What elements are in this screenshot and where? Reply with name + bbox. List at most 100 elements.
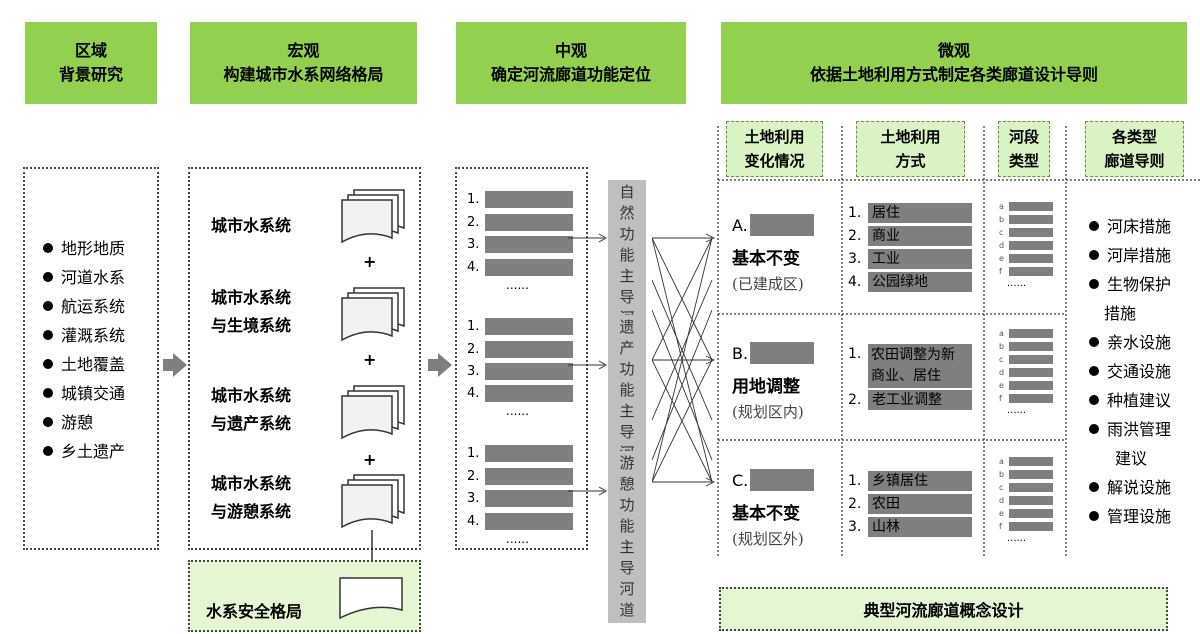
header-macro: 宏观 构建城市水系网络格局 (190, 22, 417, 104)
bullet-dot-icon (43, 329, 53, 340)
land-use-item: 工业 (868, 249, 972, 269)
list-item: 河岸措施 (1089, 241, 1171, 270)
river-type-list: a b c d e f ...... (999, 327, 1053, 416)
micro-result-box: 典型河流廊道概念设计 (719, 587, 1168, 631)
gray-bar (485, 341, 573, 358)
micro-col-header-guide: 各类型廊道导则 (1085, 121, 1184, 177)
bullet-dot-icon (43, 242, 53, 253)
plus-sign: + (363, 450, 377, 469)
list-item: 雨洪管理 (1089, 415, 1171, 444)
list-item: 管理设施 (1089, 502, 1171, 531)
document-stack-icon (341, 385, 405, 440)
list-item: 地形地质 (43, 234, 125, 263)
river-type-list: a b c d e f ...... (999, 455, 1053, 544)
bullet-dot-icon (1089, 365, 1099, 376)
land-use-item: 农田调整为新商业、居住 (868, 344, 972, 388)
macro-result-label: 水系安全格局 (206, 602, 303, 621)
plus-sign: + (363, 350, 377, 369)
bullet-dot-icon (1089, 510, 1099, 521)
gray-arrow-icon (438, 353, 452, 377)
gray-bar (750, 469, 815, 491)
ellipsis: ...... (506, 404, 529, 418)
crossing-arrows (652, 233, 716, 487)
micro-col-header-river: 河段类型 (998, 121, 1050, 177)
land-use-item: 山林 (868, 517, 972, 537)
gray-arrow-icon (428, 359, 438, 371)
micro-grid (717, 126, 1200, 558)
header-macro-subtitle: 构建城市水系网络格局 (223, 65, 384, 84)
bullet-dot-icon (43, 271, 53, 282)
gray-bar (750, 342, 815, 364)
land-use-item: 居住 (868, 203, 972, 223)
ellipsis: ...... (506, 532, 529, 546)
land-change-title: 用地调整 (732, 377, 800, 397)
gray-bar (485, 236, 573, 253)
land-use-item: 老工业调整 (868, 390, 972, 410)
bullet-dot-icon (1089, 481, 1099, 492)
header-meso-subtitle: 确定河流廊道功能定位 (490, 65, 651, 84)
list-item: 交通设施 (1089, 357, 1171, 386)
gray-bar (485, 191, 573, 208)
bullet-dot-icon (1089, 220, 1099, 231)
land-change-title: 基本不变 (732, 504, 800, 524)
gray-bar (485, 214, 573, 231)
gray-bar (485, 259, 573, 276)
header-meso: 中观 确定河流廊道功能定位 (456, 22, 686, 104)
bullet-dot-icon (1089, 336, 1099, 347)
plus-sign: + (363, 252, 377, 271)
bullet-dot-icon (1089, 278, 1099, 289)
guidelines-list: 河床措施 河岸措施 生物保护 措施 亲水设施 交通设施 种植建议 雨洪管理 建议… (1089, 212, 1171, 531)
list-item: 土地覆盖 (43, 350, 125, 379)
list-item: 航运系统 (43, 292, 125, 321)
land-use-item: 公园绿地 (868, 272, 972, 292)
macro-result-box: 水系安全格局 (188, 560, 421, 632)
list-item: 城镇交通 (43, 379, 125, 408)
list-item: 灌溉系统 (43, 321, 125, 350)
connector-arrows (568, 233, 608, 496)
header-meso-title: 中观 (554, 41, 587, 60)
gray-bar (485, 318, 573, 335)
gray-bar (485, 468, 573, 485)
bullet-dot-icon (1089, 249, 1099, 260)
macro-system-2: 城市水系统 与生境系统 (211, 288, 292, 335)
bullet-dot-icon (1089, 423, 1099, 434)
bullet-dot-icon (1089, 394, 1099, 405)
document-icon (339, 577, 403, 620)
list-item: 种植建议 (1089, 386, 1171, 415)
macro-system-4: 城市水系统 与游憩系统 (211, 474, 292, 521)
bullet-dot-icon (43, 416, 53, 427)
macro-system-1: 城市水系统 (211, 216, 292, 235)
document-stack-icon (341, 474, 405, 529)
bullet-dot-icon (43, 445, 53, 456)
land-use-item: 乡镇居住 (868, 471, 972, 491)
list-item: 亲水设施 (1089, 328, 1171, 357)
macro-system-3: 城市水系统 与遗产系统 (211, 386, 292, 433)
regional-list: 地形地质 河道水系 航运系统 灌溉系统 土地覆盖 城镇交通 游憩 乡土遗产 (43, 234, 125, 466)
land-change-note: (规划区外) (732, 530, 804, 548)
gray-bar (485, 445, 573, 462)
header-micro-title: 微观 (937, 41, 970, 60)
header-regional: 区域 背景研究 (25, 22, 157, 104)
gray-bar (485, 363, 573, 380)
land-use-item: 农田 (868, 494, 972, 514)
land-change-title: 基本不变 (732, 249, 800, 269)
list-item: 措施 (1104, 304, 1137, 323)
list-item: 河床措施 (1089, 212, 1171, 241)
bullet-dot-icon (43, 358, 53, 369)
river-type-list: a b c d e f ...... (999, 200, 1053, 289)
land-change-note: (规划区内) (732, 403, 804, 421)
gray-bar (749, 214, 814, 236)
list-item: 河道水系 (43, 263, 125, 292)
gray-arrow-icon (173, 353, 187, 377)
land-use-item: 商业 (868, 226, 972, 246)
list-item: 游憩 (43, 408, 125, 437)
list-item: 乡土遗产 (43, 437, 125, 466)
gray-bar (485, 490, 573, 507)
land-change-note: (已建成区) (732, 275, 804, 293)
gray-bar (485, 513, 573, 530)
document-stack-icon (341, 189, 405, 244)
header-micro: 微观 依据土地利用方式制定各类廊道设计导则 (721, 22, 1187, 104)
ellipsis: ...... (506, 278, 529, 292)
bullet-dot-icon (43, 300, 53, 311)
micro-col-header-change: 土地利用变化情况 (726, 121, 823, 177)
